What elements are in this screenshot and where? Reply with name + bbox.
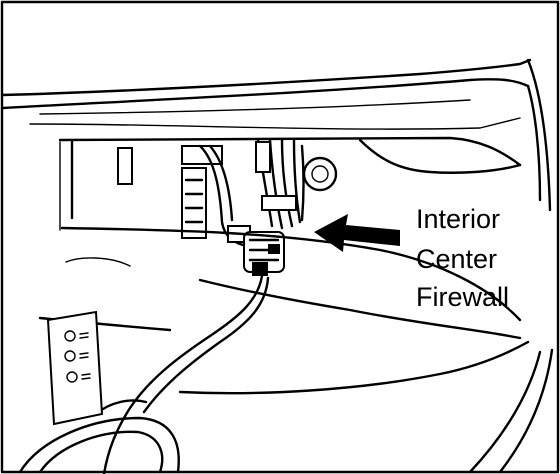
firewall-surface	[38, 226, 554, 474]
mounting-bracket	[117, 145, 223, 239]
callout-line-1: Interior	[416, 204, 500, 234]
tester-box	[46, 310, 104, 426]
dash-underside	[58, 136, 522, 231]
pointer-arrow	[314, 214, 400, 252]
indicator-light-1	[64, 330, 76, 342]
indicator-light-3	[66, 371, 78, 383]
callout-line-3: Firewall	[416, 282, 509, 312]
wiring-harness	[198, 138, 305, 248]
callout-line-2: Center	[416, 244, 497, 274]
test-lead-cable	[18, 274, 270, 474]
diagnostic-connector	[243, 231, 285, 276]
firewall-grommet	[302, 156, 338, 192]
indicator-light-2	[64, 350, 76, 362]
dash-panel	[0, 58, 552, 212]
